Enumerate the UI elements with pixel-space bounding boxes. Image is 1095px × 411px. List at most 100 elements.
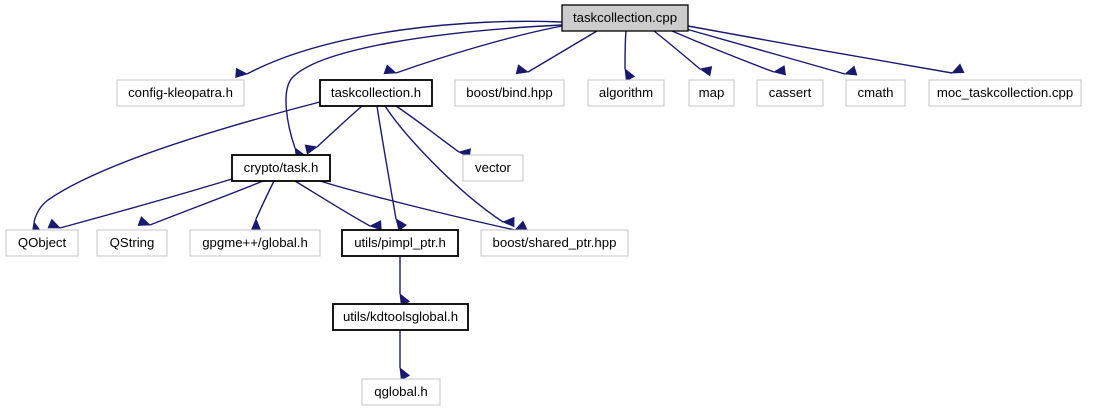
arrow-head-icon [395, 218, 408, 232]
edge-line [384, 105, 504, 223]
arrow-head-icon [368, 220, 382, 231]
node-box[interactable] [480, 229, 629, 257]
node-qglobal_h[interactable]: qglobal.h [361, 378, 441, 406]
node-label: taskcollection.h [331, 85, 421, 100]
edge-crypto_task_h-to-utils_pimpl_ptr_h [294, 180, 382, 231]
node-label: utils/kdtoolsglobal.h [343, 309, 458, 324]
edge-line [319, 180, 516, 231]
edge-taskcollection_h-to-vector [395, 105, 471, 159]
node-utils_kdtoolsglobal_h[interactable]: utils/kdtoolsglobal.h [332, 303, 469, 331]
node-label: gpgme++/global.h [202, 235, 308, 250]
edge-line [624, 30, 627, 70]
edge-taskcollection_h-to-utils_pimpl_ptr_h [376, 105, 408, 232]
node-boost_bind_hpp[interactable]: boost/bind.hpp [454, 79, 565, 107]
arrow-head-icon [501, 216, 515, 228]
node-box[interactable] [688, 79, 735, 107]
node-cmath[interactable]: cmath [845, 79, 906, 107]
node-label: config-kleopatra.h [128, 85, 233, 100]
edge-crypto_task_h-to-boost_shared_ptr_hpp [319, 180, 528, 231]
edge-taskcollection_cpp-to-moc_taskcollection_cpp [687, 25, 965, 74]
arrow-head-icon [250, 217, 262, 231]
node-box[interactable] [561, 4, 689, 32]
node-gpgmepp_global_h[interactable]: gpgme++/global.h [189, 229, 321, 257]
arrow-head-icon [137, 216, 151, 226]
node-label: boost/bind.hpp [466, 85, 553, 100]
edge-line [246, 20, 563, 75]
node-box[interactable] [756, 79, 824, 107]
node-box[interactable] [332, 303, 469, 331]
arrow-head-icon [951, 63, 965, 74]
arrow-head-icon [304, 144, 319, 155]
arrow-head-icon [844, 65, 858, 76]
node-label: cassert [769, 85, 812, 100]
node-box[interactable] [361, 378, 441, 406]
arrow-head-icon [399, 367, 411, 381]
node-label: QObject [18, 235, 67, 250]
node-box[interactable] [845, 79, 906, 107]
node-box[interactable] [319, 79, 433, 107]
edge-taskcollection_cpp-to-config_kleopatra_h [235, 20, 563, 79]
edge-line [671, 30, 775, 73]
node-taskcollection_h[interactable]: taskcollection.h [319, 79, 433, 107]
node-config_kleopatra_h[interactable]: config-kleopatra.h [116, 79, 245, 107]
arrow-head-icon [235, 67, 249, 79]
edge-taskcollection_cpp-to-algorithm [624, 30, 636, 82]
node-box[interactable] [341, 229, 459, 257]
nodes-layer: taskcollection.cpp config-kleopatra.h task… [5, 4, 1082, 406]
node-qstring[interactable]: QString [96, 229, 168, 257]
node-label: qglobal.h [374, 384, 428, 399]
edge-line [685, 28, 846, 75]
node-box[interactable] [928, 79, 1082, 107]
node-algorithm[interactable]: algorithm [587, 79, 665, 107]
node-label: vector [475, 160, 512, 175]
edge-crypto_task_h-to-gpgmepp_global_h [250, 180, 275, 231]
node-map[interactable]: map [688, 79, 735, 107]
arrow-head-icon [624, 68, 636, 82]
edge-taskcollection_cpp-to-map [653, 30, 713, 77]
arrow-head-icon [47, 218, 61, 229]
edge-line [149, 180, 264, 226]
node-box[interactable] [189, 229, 321, 257]
node-box[interactable] [462, 154, 524, 182]
arrow-head-icon [515, 64, 530, 75]
edge-taskcollection_cpp-to-taskcollection_h [383, 25, 563, 75]
edge-taskcollection_h-to-boost_shared_ptr_hpp [384, 105, 515, 228]
node-taskcollection_cpp[interactable]: taskcollection.cpp [561, 4, 689, 32]
edge-line [255, 180, 275, 220]
node-label: map [699, 85, 725, 100]
edge-taskcollection_h-to-crypto_task_h [304, 105, 363, 155]
node-qobject[interactable]: QObject [5, 229, 79, 257]
node-box[interactable] [454, 79, 565, 107]
edge-line [59, 178, 233, 229]
node-utils_pimpl_ptr_h[interactable]: utils/pimpl_ptr.h [341, 229, 459, 257]
node-crypto_task_h[interactable]: crypto/task.h [231, 154, 331, 182]
edge-crypto_task_h-to-qstring [137, 180, 264, 226]
node-label: cmath [858, 85, 894, 100]
node-cassert[interactable]: cassert [756, 79, 824, 107]
node-moc_taskcollection_cpp[interactable]: moc_taskcollection.cpp [928, 79, 1082, 107]
edge-line [316, 105, 363, 148]
node-label: utils/pimpl_ptr.h [354, 235, 446, 250]
node-vector[interactable]: vector [462, 154, 524, 182]
edge-taskcollection_cpp-to-boost_bind_hpp [515, 30, 598, 75]
node-box[interactable] [96, 229, 168, 257]
node-box[interactable] [5, 229, 79, 257]
node-label: taskcollection.cpp [573, 10, 677, 25]
edge-line [687, 25, 953, 74]
arrow-head-icon [514, 220, 528, 231]
node-box[interactable] [231, 154, 331, 182]
edge-line [376, 105, 397, 220]
arrow-head-icon [772, 65, 787, 76]
edge-taskcollection_cpp-to-cmath [685, 28, 858, 76]
node-box[interactable] [587, 79, 665, 107]
node-box[interactable] [116, 79, 245, 107]
node-label: algorithm [599, 85, 653, 100]
edge-utils_kdtoolsglobal_h-to-qglobal_h [399, 330, 411, 381]
edge-line [527, 30, 598, 73]
node-boost_shared_ptr_hpp[interactable]: boost/shared_ptr.hpp [480, 229, 629, 257]
edge-line [294, 180, 371, 227]
arrow-head-icon [383, 64, 397, 75]
edge-line [395, 25, 563, 74]
